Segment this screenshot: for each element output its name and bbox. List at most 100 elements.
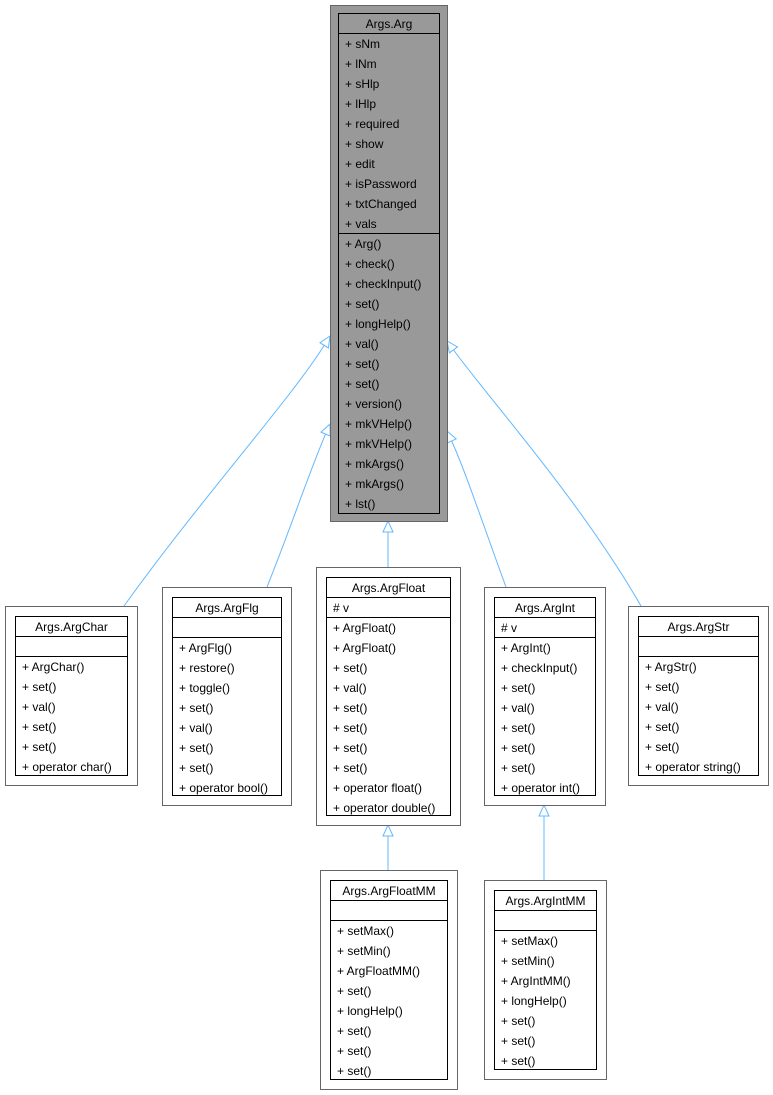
inheritance-arrowhead-icon bbox=[382, 823, 394, 837]
class-argintmm[interactable]: Args.ArgIntMM + setMax() + setMin() + ArgIn… bbox=[484, 880, 607, 1080]
class-method: + setMax() bbox=[501, 934, 558, 948]
class-method: + set() bbox=[501, 1014, 535, 1028]
edge-argchar-to-arg bbox=[123, 345, 325, 607]
class-method: + set() bbox=[501, 721, 535, 735]
class-method: + set() bbox=[645, 680, 679, 694]
class-method: + set() bbox=[645, 720, 679, 734]
class-argstr[interactable]: Args.ArgStr + ArgStr() + set() + val() + set… bbox=[628, 606, 769, 786]
class-method: + set() bbox=[333, 741, 367, 755]
class-title: Args.ArgInt bbox=[515, 601, 576, 615]
class-argfloat[interactable]: Args.ArgFloat# v+ ArgFloat()+ ArgFloat()… bbox=[316, 567, 461, 826]
class-method: + ArgInt() bbox=[501, 641, 551, 655]
class-attribute: # v bbox=[333, 601, 349, 615]
class-argfloatmm[interactable]: Args.ArgFloatMM + setMax() + setMin() + Arg… bbox=[320, 870, 458, 1090]
class-box bbox=[172, 597, 282, 796]
class-method: + ArgFloat() bbox=[333, 641, 396, 655]
class-method: + ArgFlg() bbox=[179, 641, 232, 655]
class-attribute: # v bbox=[501, 621, 517, 635]
class-frame bbox=[330, 5, 448, 522]
class-method: + longHelp() bbox=[337, 1004, 403, 1018]
class-argint[interactable]: Args.ArgInt# v+ ArgInt()+ checkInput()+ … bbox=[484, 587, 606, 806]
class-method: + set() bbox=[333, 721, 367, 735]
class-method: + val() bbox=[345, 337, 379, 351]
class-arg[interactable]: Args.Arg+ sNm+ lNm+ sHlp+ lHlp+ required… bbox=[330, 5, 448, 522]
class-method: + setMin() bbox=[337, 944, 391, 958]
class-box bbox=[15, 616, 128, 776]
class-frame bbox=[484, 587, 606, 806]
class-method: + operator float() bbox=[333, 781, 422, 795]
class-title: Args.ArgFloatMM bbox=[342, 884, 435, 898]
class-frame bbox=[484, 880, 607, 1080]
class-attribute: + lNm bbox=[345, 57, 377, 71]
class-box bbox=[330, 880, 448, 1080]
class-method: + Arg() bbox=[345, 237, 381, 251]
class-method: + restore() bbox=[179, 661, 235, 675]
class-title: Args.ArgFlg bbox=[195, 601, 258, 615]
class-method: + checkInput() bbox=[345, 277, 421, 291]
class-method: + lst() bbox=[345, 497, 375, 511]
inheritance-arrowhead-icon bbox=[538, 803, 550, 817]
class-method: + set() bbox=[22, 680, 56, 694]
class-method: + mkVHelp() bbox=[345, 417, 412, 431]
class-argflg[interactable]: Args.ArgFlg+ ArgFlg()+ restore()+ toggle… bbox=[162, 587, 292, 806]
class-method: + set() bbox=[501, 1054, 535, 1068]
class-method: + set() bbox=[501, 681, 535, 695]
class-method: + ArgStr() bbox=[645, 660, 697, 674]
class-title: Args.ArgIntMM bbox=[505, 894, 585, 908]
class-frame bbox=[316, 567, 461, 826]
class-frame bbox=[162, 587, 292, 806]
class-method: + set() bbox=[337, 1064, 371, 1078]
class-method: + set() bbox=[501, 1034, 535, 1048]
class-title: Args.ArgStr bbox=[667, 620, 729, 634]
edge-argstr-to-arg bbox=[453, 349, 642, 607]
class-attribute: + required bbox=[345, 117, 399, 131]
class-method: + set() bbox=[337, 1024, 371, 1038]
class-method: + set() bbox=[22, 720, 56, 734]
class-attribute: + txtChanged bbox=[345, 197, 417, 211]
class-attribute: + show bbox=[345, 137, 384, 151]
class-method: + longHelp() bbox=[501, 994, 567, 1008]
class-attribute: + edit bbox=[345, 157, 375, 171]
class-method: + set() bbox=[333, 701, 367, 715]
class-method: + ArgFloatMM() bbox=[337, 964, 420, 978]
class-method: + val() bbox=[333, 681, 367, 695]
class-method: + operator int() bbox=[501, 781, 580, 795]
class-method: + operator bool() bbox=[179, 781, 268, 795]
class-method: + setMin() bbox=[501, 954, 555, 968]
class-title: Args.Arg bbox=[366, 17, 413, 31]
edge-argint-to-arg bbox=[451, 440, 507, 588]
class-attribute: + sNm bbox=[345, 37, 380, 51]
class-method: + set() bbox=[337, 1044, 371, 1058]
class-method: + ArgChar() bbox=[22, 660, 84, 674]
class-argchar[interactable]: Args.ArgChar + ArgChar() + set() + val() + s… bbox=[5, 606, 138, 786]
class-method: + val() bbox=[501, 701, 535, 715]
class-title: Args.ArgChar bbox=[35, 620, 108, 634]
class-method: + set() bbox=[333, 661, 367, 675]
inheritance-edges bbox=[123, 334, 642, 880]
class-method: + operator double() bbox=[333, 801, 435, 815]
class-method: + set() bbox=[333, 761, 367, 775]
class-method: + setMax() bbox=[337, 924, 394, 938]
class-method: + set() bbox=[501, 761, 535, 775]
class-method: + val() bbox=[645, 700, 679, 714]
class-box bbox=[494, 597, 596, 796]
class-method: + set() bbox=[345, 297, 379, 311]
class-method: + longHelp() bbox=[345, 317, 411, 331]
class-method: + ArgIntMM() bbox=[501, 974, 571, 988]
inheritance-arrowhead-icon bbox=[446, 340, 459, 354]
edge-argflg-to-arg bbox=[266, 433, 327, 588]
class-method: + set() bbox=[345, 357, 379, 371]
class-method: + set() bbox=[179, 741, 213, 755]
class-method: + val() bbox=[179, 721, 213, 735]
class-method: + operator string() bbox=[645, 760, 741, 774]
class-attribute: + lHlp bbox=[345, 97, 376, 111]
class-method: + val() bbox=[22, 700, 56, 714]
class-method: + ArgFloat() bbox=[333, 621, 396, 635]
class-method: + set() bbox=[501, 741, 535, 755]
class-method: + set() bbox=[179, 701, 213, 715]
class-frame bbox=[320, 870, 458, 1090]
class-method: + version() bbox=[345, 397, 402, 411]
class-attribute: + vals bbox=[345, 217, 377, 231]
class-box bbox=[638, 616, 759, 776]
